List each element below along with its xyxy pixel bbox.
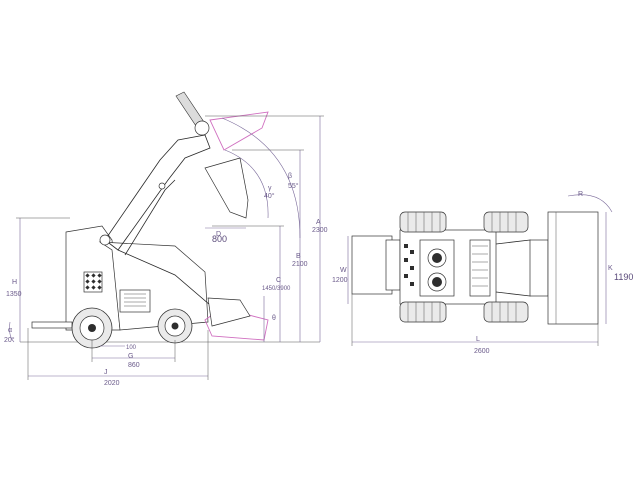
top-wheel-rl xyxy=(399,211,447,233)
label-J: J xyxy=(104,369,108,376)
label-C: C xyxy=(276,277,281,284)
lift-cylinder xyxy=(124,179,176,256)
grille xyxy=(83,271,103,293)
rear-wheel xyxy=(71,307,113,349)
value-C: 1450/3900 xyxy=(262,286,291,292)
label-L: L xyxy=(476,336,480,343)
rear-platform xyxy=(31,321,73,329)
bucket-lowered xyxy=(207,297,251,327)
value-K: 1190 xyxy=(614,272,633,282)
value-D: 800 xyxy=(212,234,227,244)
label-theta: θ xyxy=(272,315,276,322)
front-wheel xyxy=(157,308,193,344)
rear-angle-arc xyxy=(9,321,15,343)
value-A: 2300 xyxy=(312,227,328,234)
lift-arm xyxy=(104,134,211,251)
label-gamma: γ xyxy=(268,185,272,192)
label-B: B xyxy=(296,253,301,260)
value-L: 2600 xyxy=(474,348,490,355)
bucket-raised xyxy=(204,157,249,219)
label-G: G xyxy=(128,353,133,360)
value-H: 1350 xyxy=(6,291,22,298)
value-gamma: 40° xyxy=(264,192,275,200)
label-A: A xyxy=(316,219,321,226)
label-D: D xyxy=(216,231,221,238)
top-wheel-fr xyxy=(483,301,529,323)
bucket-dump-outline xyxy=(209,111,269,151)
rear-step xyxy=(351,235,393,295)
label-K: K xyxy=(608,265,613,272)
engine-cover xyxy=(119,289,151,313)
value-W: 1200 xyxy=(332,277,348,284)
value-alpha: 20° xyxy=(4,336,15,344)
top-bucket xyxy=(547,211,599,325)
value-beta: 55° xyxy=(288,182,299,190)
label-R: R xyxy=(578,191,583,198)
label-beta: β xyxy=(288,173,292,180)
value-B: 2100 xyxy=(292,261,308,268)
side-view: A 2300 B 2100 C 1450/3900 D 800 H 1350 G… xyxy=(4,91,328,387)
top-wheel-fl xyxy=(483,211,529,233)
top-wheel-rr xyxy=(399,301,447,323)
dump-angle-arc xyxy=(221,117,301,239)
label-W: W xyxy=(340,267,347,274)
label-H: H xyxy=(12,279,17,286)
dim-R-arc xyxy=(567,194,613,213)
label-alpha: α xyxy=(8,327,12,334)
rollback-angle-arc xyxy=(224,149,269,219)
value-ground: 100 xyxy=(126,345,137,351)
value-J: 2020 xyxy=(104,380,120,387)
value-G: 860 xyxy=(128,362,140,369)
top-view: W 1200 L 2600 K 1190 R xyxy=(332,191,633,355)
